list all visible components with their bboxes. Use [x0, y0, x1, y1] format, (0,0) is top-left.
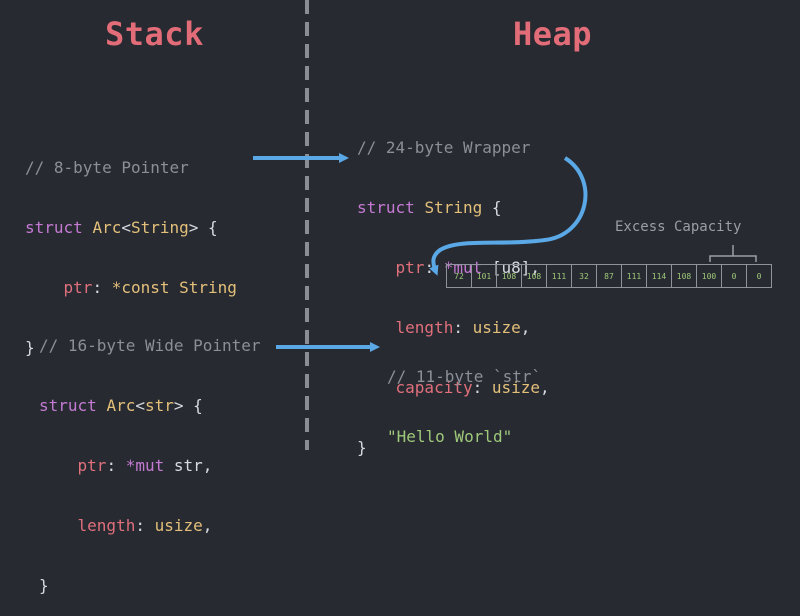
byte-buffer: 72 101 108 108 111 32 87 111 114 108 100… [446, 264, 772, 288]
byte-cell: 32 [572, 265, 597, 287]
arc-str-struct: // 16-byte Wide Pointer struct Arc<str> … [39, 336, 261, 595]
excess-capacity-label: Excess Capacity [615, 219, 742, 235]
field-type: usize [154, 516, 203, 535]
field-type: *mut [125, 456, 165, 475]
byte-cell: 108 [522, 265, 547, 287]
arc-str-comment: // 16-byte Wide Pointer [39, 336, 261, 355]
byte-cell: 101 [472, 265, 497, 287]
field-name: ptr [77, 456, 107, 475]
string-comment: // 24-byte Wrapper [357, 138, 531, 157]
heap-title: Heap [513, 15, 593, 53]
str-comment: // 11-byte `str` [387, 367, 542, 386]
field-name: ptr [395, 258, 425, 277]
byte-cell: 114 [647, 265, 672, 287]
keyword: struct [25, 218, 83, 237]
field-type: usize [491, 378, 541, 397]
byte-cell: 0 [722, 265, 747, 287]
byte-cell: 72 [447, 265, 472, 287]
keyword: struct [39, 396, 97, 415]
field-name: length [77, 516, 136, 535]
byte-cell: 100 [697, 265, 722, 287]
excess-capacity-bracket [709, 245, 757, 262]
field-type: usize [472, 318, 521, 337]
field-name: length [395, 318, 454, 337]
byte-cell: 87 [597, 265, 622, 287]
keyword: struct [357, 198, 415, 217]
stack-title: Stack [105, 15, 204, 53]
field-type: *mut [443, 258, 483, 277]
byte-cell: 111 [547, 265, 572, 287]
field-type: *const String [111, 278, 237, 297]
type-name: String [424, 198, 483, 217]
diagram-lines [253, 0, 757, 450]
arc-string-comment: // 8-byte Pointer [25, 158, 189, 177]
string-struct: // 24-byte Wrapper struct String { ptr: … [357, 138, 550, 457]
byte-cell: 108 [672, 265, 697, 287]
byte-cell: 111 [622, 265, 647, 287]
arrow-ptr-to-buffer [429, 156, 588, 276]
field-name: ptr [63, 278, 93, 297]
str-data: // 11-byte `str` "Hello World" [387, 327, 541, 467]
hello-world-literal: "Hello World" [387, 427, 513, 446]
arc-string-struct: // 8-byte Pointer struct Arc<String> { p… [25, 158, 237, 357]
byte-cell: 0 [756, 271, 762, 281]
type-name: Arc [92, 218, 122, 237]
type-name: Arc [106, 396, 136, 415]
field-name: capacity [395, 378, 473, 397]
byte-cell: 108 [497, 265, 522, 287]
